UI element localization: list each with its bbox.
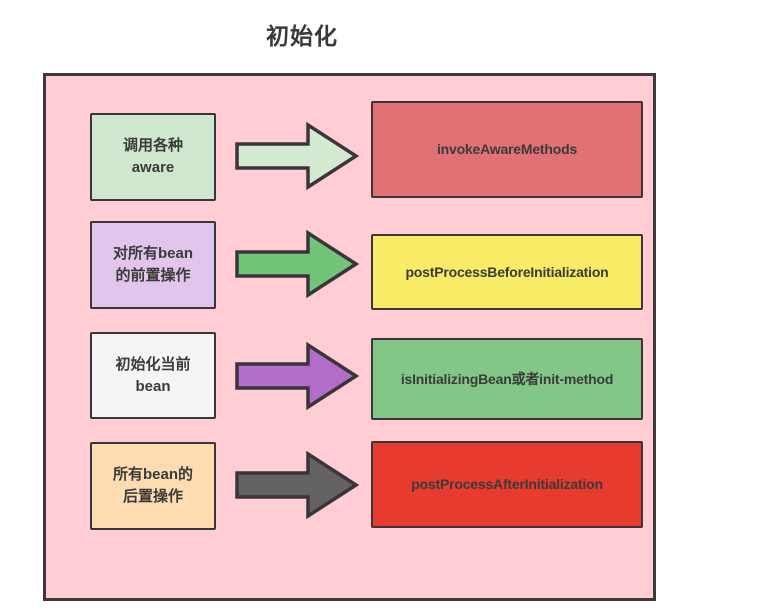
right-arrow-icon [235, 341, 360, 411]
method-box-invoke-aware: invokeAwareMethods [371, 101, 643, 198]
step-box-init-bean: 初始化当前 bean [90, 332, 216, 419]
step-box-before-ops: 对所有bean 的前置操作 [90, 221, 216, 309]
step-box-aware: 调用各种 aware [90, 113, 216, 201]
method-box-post-after: postProcessAfterInitialization [371, 441, 643, 528]
right-arrow-shape [235, 121, 360, 191]
right-arrow-icon [235, 229, 360, 299]
step-label: 对所有bean 的前置操作 [112, 245, 193, 284]
right-arrow-shape [235, 450, 360, 520]
method-box-post-before: postProcessBeforeInitialization [371, 234, 643, 310]
right-arrow-shape [235, 341, 360, 411]
method-label: invokeAwareMethods [436, 141, 578, 157]
diagram-title: 初始化 [266, 23, 338, 49]
method-label: isInitializingBean或者init-method [400, 370, 614, 387]
right-arrow-shape [235, 229, 360, 299]
right-arrow-icon [235, 450, 360, 520]
method-box-init-method: isInitializingBean或者init-method [371, 338, 643, 420]
step-label: 所有bean的 后置操作 [112, 466, 193, 505]
step-label: 初始化当前 bean [115, 355, 191, 395]
diagram-container: 调用各种 aware invokeAwareMethods 对所有bean 的前… [43, 73, 656, 601]
right-arrow-icon [235, 121, 360, 191]
step-box-after-ops: 所有bean的 后置操作 [90, 442, 216, 530]
step-label: 调用各种 aware [122, 137, 183, 176]
method-label: postProcessAfterInitialization [411, 476, 603, 492]
method-label: postProcessBeforeInitialization [405, 263, 609, 280]
